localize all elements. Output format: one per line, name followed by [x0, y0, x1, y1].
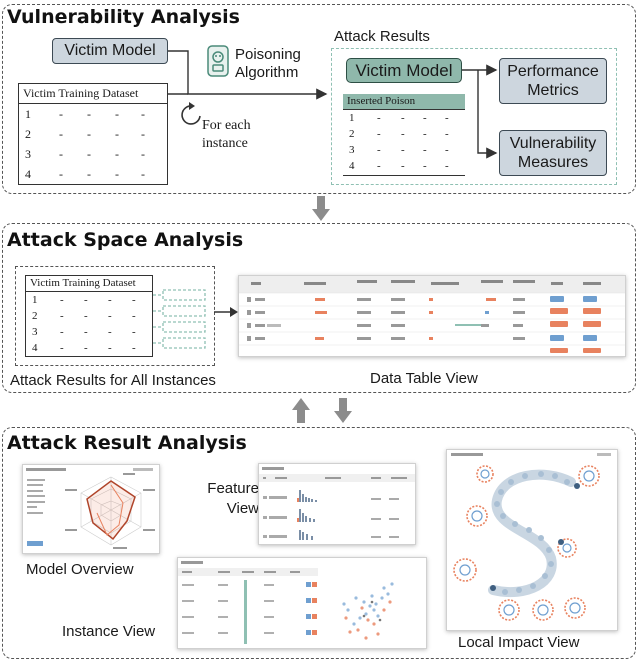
model-overview-caption: Model Overview	[26, 561, 134, 578]
data-table-graphic	[239, 276, 625, 353]
performance-metrics-box: Performance Metrics	[499, 58, 607, 104]
poisoning-algorithm-label: Poisoning Algorithm	[235, 46, 301, 81]
data-table-view-caption: Data Table View	[370, 370, 478, 387]
table-row: 1----	[349, 112, 449, 124]
vulnerability-analysis-title: Vulnerability Analysis	[7, 6, 240, 28]
radar-chart-graphic	[26, 468, 155, 549]
table-row: 2----	[25, 127, 145, 141]
result-victim-model-box: Victim Model	[346, 58, 462, 83]
table-row: 4----	[349, 160, 449, 172]
local-impact-view-caption: Local Impact View	[458, 634, 580, 651]
attack-space-analysis-title: Attack Space Analysis	[7, 229, 244, 251]
table-row: 3----	[349, 144, 449, 156]
feature-view-caption: Feature View	[207, 480, 259, 517]
data-table-view-screenshot	[238, 275, 626, 357]
inserted-poison-table: Inserted Poison 1---- 2---- 3---- 4----	[343, 94, 465, 176]
attack-space-analysis-panel	[2, 223, 636, 393]
table-row: 1----	[32, 294, 136, 306]
attack-results-label: Attack Results	[334, 28, 430, 45]
to-table-arrow	[214, 307, 238, 317]
table-row: 4----	[32, 342, 136, 354]
robot-icon	[207, 45, 229, 77]
table-row: 3----	[32, 326, 136, 338]
table-row: 1----	[25, 107, 145, 121]
table-header: Victim Training Dataset	[19, 84, 167, 104]
victim-training-table: Victim Training Dataset 1---- 2---- 3---…	[18, 83, 168, 185]
table-header: Victim Training Dataset	[26, 276, 152, 292]
vulnerability-measures-box: Vulnerability Measures	[499, 130, 607, 176]
down-arrow-icon	[334, 398, 352, 423]
victim-model-box: Victim Model	[52, 38, 168, 64]
victim-training-table-2: Victim Training Dataset 1---- 2---- 3---…	[25, 275, 153, 357]
instance-view-caption: Instance View	[62, 623, 156, 640]
model-overview-screenshot	[22, 464, 160, 554]
for-each-instance-label: For each instance	[202, 118, 251, 151]
table-header: Inserted Poison	[343, 94, 465, 110]
up-arrow-icon	[292, 398, 310, 423]
loop-arrow-icon	[181, 102, 201, 125]
table-row: 2----	[349, 128, 449, 140]
feature-histogram-graphic	[259, 467, 415, 540]
attack-results-all-box	[15, 266, 215, 366]
feature-view-screenshot	[258, 463, 416, 545]
local-impact-graphic	[451, 453, 611, 621]
instance-view-screenshot	[177, 557, 427, 649]
attack-result-analysis-panel	[2, 427, 636, 659]
vulnerability-analysis-panel	[2, 4, 636, 194]
result-connectors	[153, 289, 206, 349]
down-arrow-icon	[312, 196, 330, 221]
attack-results-box	[331, 48, 617, 185]
table-row: 4----	[25, 167, 145, 181]
attack-result-analysis-title: Attack Result Analysis	[7, 432, 247, 454]
table-row: 2----	[32, 310, 136, 322]
table-row: 3----	[25, 147, 145, 161]
instance-table-graphic	[178, 561, 394, 644]
local-impact-view-screenshot	[446, 449, 618, 631]
attack-results-all-caption: Attack Results for All Instances	[10, 372, 216, 389]
flow-arrows	[168, 50, 498, 159]
